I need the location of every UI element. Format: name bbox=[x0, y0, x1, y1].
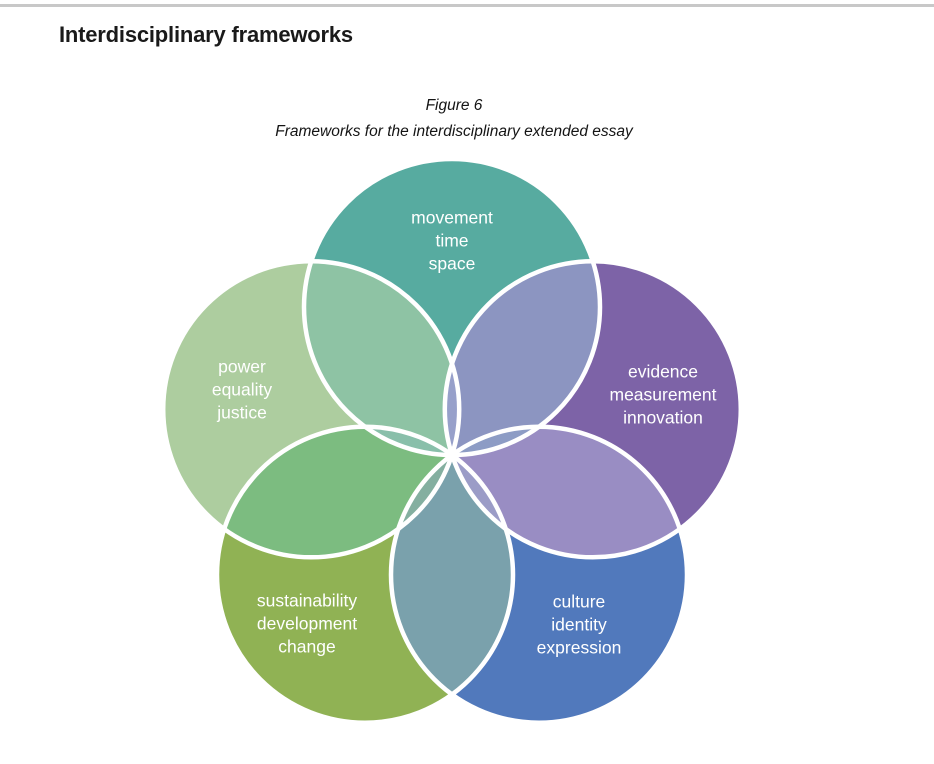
venn-label-line: identity bbox=[551, 614, 607, 635]
venn-label-line: power bbox=[218, 356, 266, 377]
venn-label-line: innovation bbox=[623, 407, 703, 428]
venn-label-line: equality bbox=[211, 379, 273, 400]
venn-label-line: space bbox=[428, 253, 476, 274]
venn-label-line: development bbox=[256, 613, 358, 634]
overlap-bottomleft-bottomright-petal bbox=[391, 426, 513, 723]
venn-label-line: culture bbox=[552, 591, 606, 612]
venn-label-line: evidence bbox=[627, 361, 699, 382]
venn-label-line: expression bbox=[536, 637, 622, 658]
venn-label-sustainability-development-change: sustainability development change bbox=[257, 590, 357, 659]
figure-label: Figure 6 bbox=[425, 97, 483, 114]
venn-label-culture-identity-expression: culture identity expression bbox=[537, 591, 622, 660]
venn-label-line: justice bbox=[217, 402, 267, 423]
venn-label-line: measurement bbox=[609, 384, 717, 405]
venn-label-evidence-measurement-innovation: evidence measurement innovation bbox=[610, 361, 717, 430]
venn-label-line: sustainability bbox=[256, 590, 358, 611]
venn-label-line: time bbox=[435, 230, 469, 251]
page-top-rule bbox=[0, 4, 934, 7]
figure-caption: Frameworks for the interdisciplinary ext… bbox=[275, 123, 633, 140]
venn-label-movement-time-space: movement time space bbox=[411, 207, 493, 276]
page-title: Interdisciplinary frameworks bbox=[59, 22, 353, 47]
circle-outlines bbox=[160, 156, 744, 725]
venn-label-power-equality-justice: power equality justice bbox=[212, 356, 272, 425]
venn-label-line: movement bbox=[411, 207, 493, 228]
venn-label-line: change bbox=[278, 636, 336, 657]
